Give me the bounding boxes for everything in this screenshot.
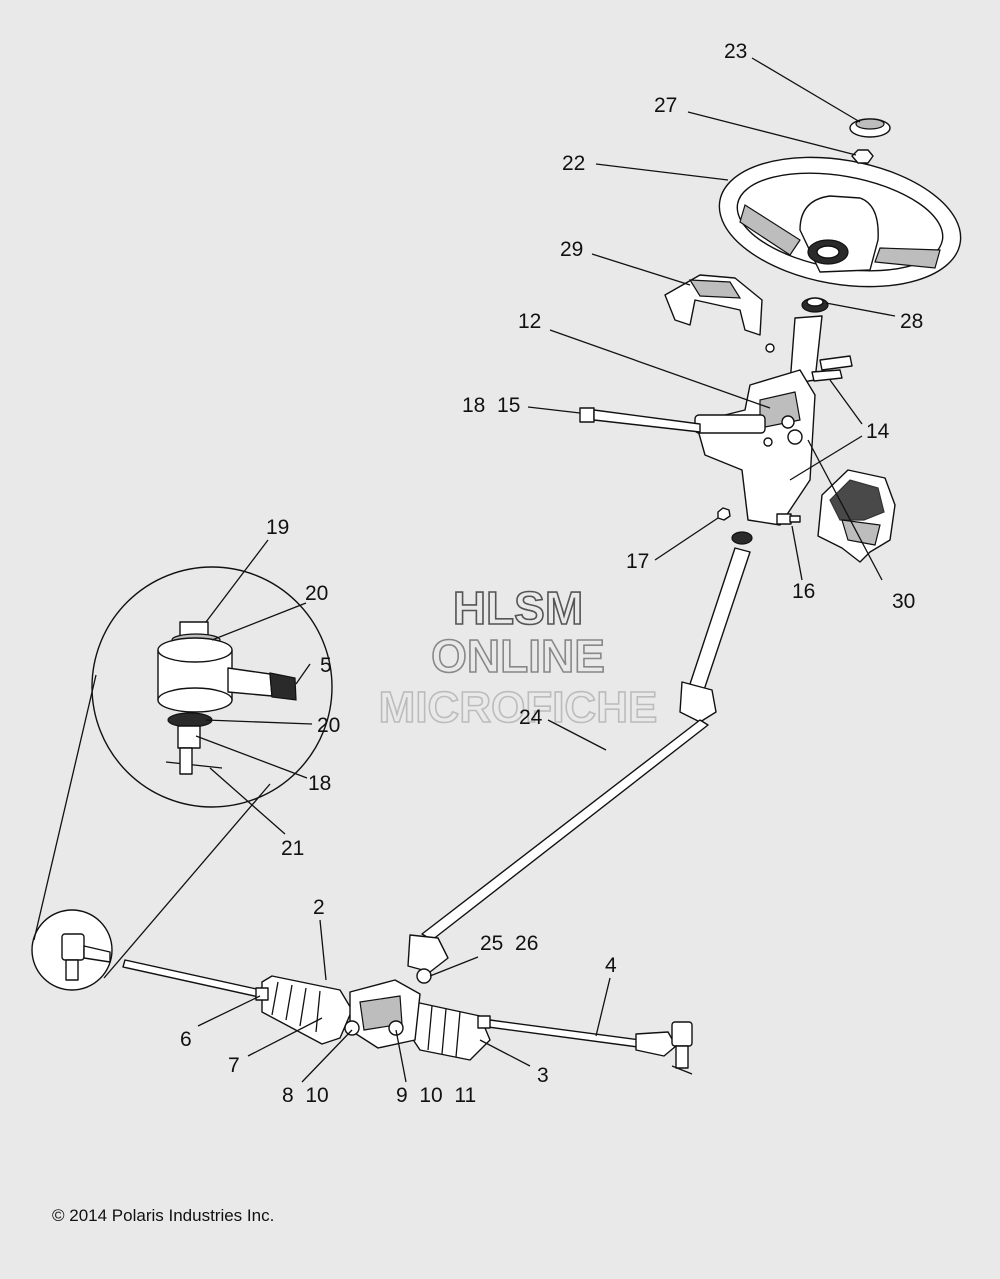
callout-23: 23 bbox=[724, 40, 747, 63]
watermark-line3: MICROFICHE bbox=[379, 683, 658, 732]
horn-cap bbox=[849, 118, 891, 138]
callout-8-10: 8 10 bbox=[282, 1084, 329, 1107]
callout-2: 2 bbox=[313, 896, 325, 919]
callout-12: 12 bbox=[518, 310, 541, 333]
callout-14: 14 bbox=[866, 420, 890, 443]
callout-4: 4 bbox=[605, 954, 617, 977]
callout-9-10-11: 9 10 11 bbox=[396, 1084, 476, 1107]
nut-17 bbox=[717, 507, 731, 521]
callout-5: 5 bbox=[320, 654, 332, 677]
callout-21: 21 bbox=[281, 837, 304, 860]
tie-rod-end-right bbox=[635, 1021, 693, 1075]
leader-lines bbox=[195, 57, 896, 1083]
callout-7: 7 bbox=[228, 1054, 240, 1077]
watermark-line2: ONLINE bbox=[431, 630, 605, 682]
callout-27: 27 bbox=[654, 94, 677, 117]
callout-17: 17 bbox=[626, 550, 649, 573]
callout-3: 3 bbox=[537, 1064, 549, 1087]
callouts: 23 27 22 29 28 12 18 15 14 17 16 30 19 2… bbox=[180, 40, 923, 1107]
bolt-16 bbox=[776, 513, 801, 525]
copyright-notice: © 2014 Polaris Industries Inc. bbox=[52, 1206, 274, 1225]
watermark-line1: HLSM bbox=[453, 582, 583, 634]
bearing-28 bbox=[801, 297, 829, 313]
callout-28: 28 bbox=[900, 310, 923, 333]
intermediate-shaft bbox=[407, 531, 753, 984]
steering-rack bbox=[122, 959, 641, 1061]
callout-19: 19 bbox=[266, 516, 289, 539]
upper-cover bbox=[664, 274, 763, 336]
pivot-bolt-18-15 bbox=[579, 407, 701, 433]
watermark: HLSM ONLINE MICROFICHE bbox=[378, 581, 658, 733]
lower-cover bbox=[817, 469, 896, 563]
callout-20-lower: 20 bbox=[317, 714, 340, 737]
tie-rod-end-left bbox=[31, 909, 113, 991]
callout-25-26: 25 26 bbox=[480, 932, 538, 955]
callout-30: 30 bbox=[892, 590, 915, 613]
wheel-nut bbox=[851, 149, 874, 164]
callout-6: 6 bbox=[180, 1028, 192, 1051]
callout-18-15: 18 15 bbox=[462, 394, 520, 417]
callout-29: 29 bbox=[560, 238, 583, 261]
steering-column-bracket bbox=[694, 315, 853, 526]
callout-18: 18 bbox=[308, 772, 331, 795]
callout-24: 24 bbox=[519, 706, 543, 729]
callout-16: 16 bbox=[792, 580, 815, 603]
callout-22: 22 bbox=[562, 152, 585, 175]
steering-wheel bbox=[718, 156, 962, 288]
callout-20-upper: 20 bbox=[305, 582, 328, 605]
